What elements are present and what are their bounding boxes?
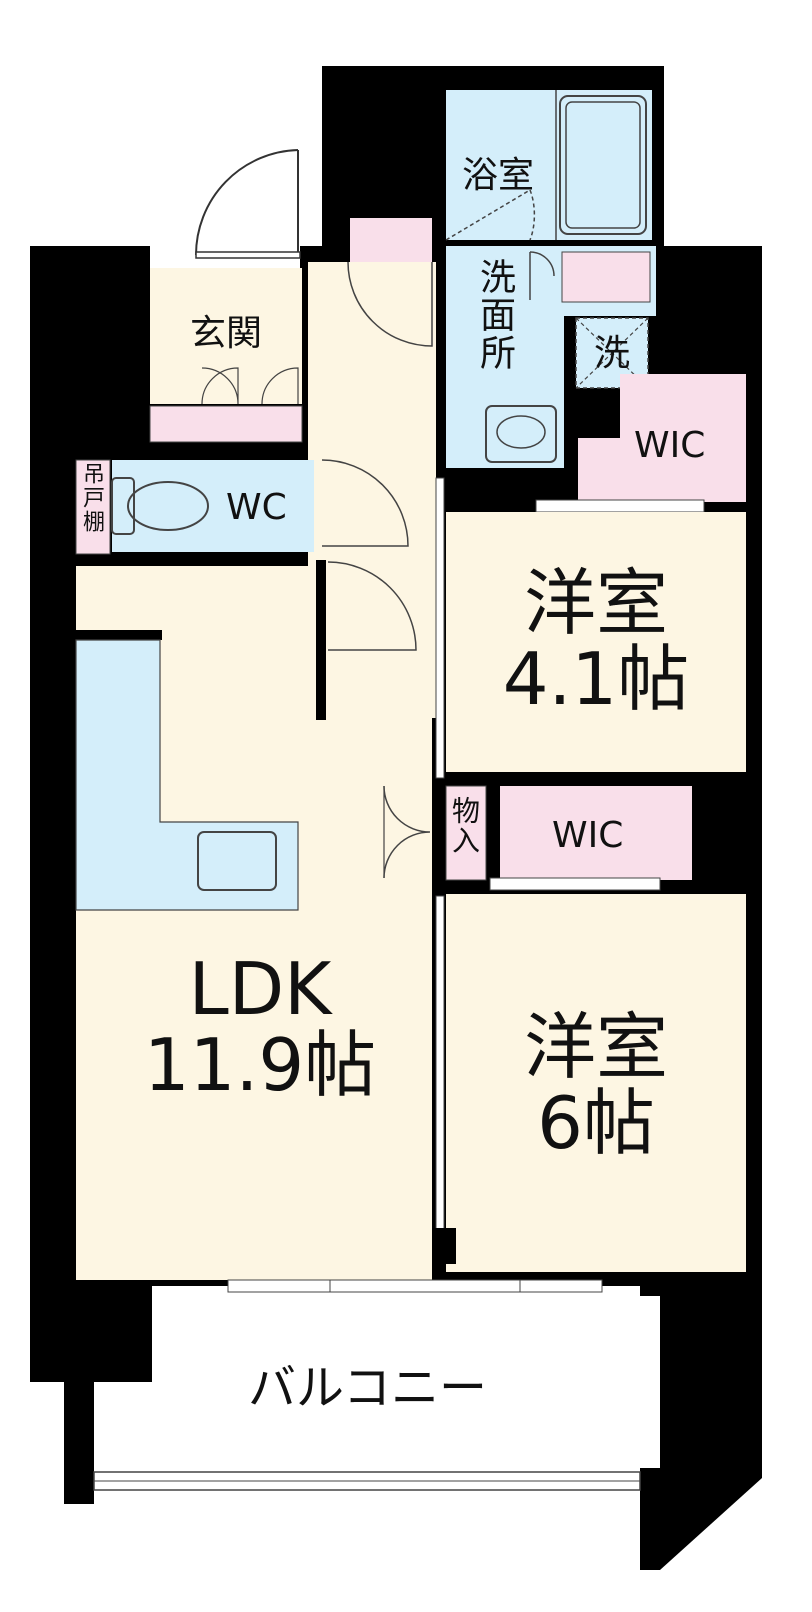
wic-mid-label: WIC <box>552 815 624 856</box>
toilet-label: WC <box>226 487 287 528</box>
bedroom-a-label: 洋室 4.1帖 <box>496 561 696 721</box>
storage-small-box <box>445 785 487 881</box>
balcony-label: バルコニー <box>248 1360 488 1416</box>
toilet-bowl <box>127 481 209 531</box>
hanging-shelf-label: 吊戸棚 <box>79 462 104 534</box>
shoe-cabinet <box>149 405 303 443</box>
washer-label: 洗 <box>594 333 631 374</box>
toilet-tank <box>111 477 135 535</box>
wic-top-label: WIC <box>634 425 706 466</box>
bedroom-a-name: 洋室 <box>523 561 668 645</box>
storage-small-label: 物入 <box>448 796 481 856</box>
toilet-floor <box>112 460 314 552</box>
entrance-label: 玄関 <box>190 313 263 354</box>
balcony-floor <box>152 1296 660 1468</box>
hanging-shelf-box <box>75 459 111 555</box>
linen-shelf <box>561 251 651 303</box>
bath-label: 浴室 <box>462 155 535 196</box>
wash-basin <box>485 405 557 463</box>
ldk-size: 11.9帖 <box>143 1022 377 1107</box>
cooktop <box>197 831 277 891</box>
entrance-floor <box>150 268 302 404</box>
bedroom-b-label: 洋室 6帖 <box>496 1005 696 1165</box>
bath-floor <box>446 90 652 240</box>
bedroom-b-size: 6帖 <box>537 1080 655 1165</box>
bedroom-a-size: 4.1帖 <box>502 636 690 721</box>
kitchen-counter <box>75 639 299 911</box>
wic-mid-floor <box>500 786 692 880</box>
hall-closet <box>350 218 432 262</box>
bedroom-b-floor <box>446 894 746 1272</box>
bedroom-b-name: 洋室 <box>523 1005 668 1089</box>
bath-door <box>445 189 536 241</box>
entrance-door-swing <box>195 149 299 256</box>
ldk-label: LDK 11.9帖 <box>110 947 410 1107</box>
ldk-name: LDK <box>188 947 332 1031</box>
bedroom-a-floor <box>446 512 746 772</box>
bathtub <box>559 95 647 235</box>
washroom-label: 洗面所 <box>474 258 515 372</box>
wic-top-floor <box>578 374 746 502</box>
